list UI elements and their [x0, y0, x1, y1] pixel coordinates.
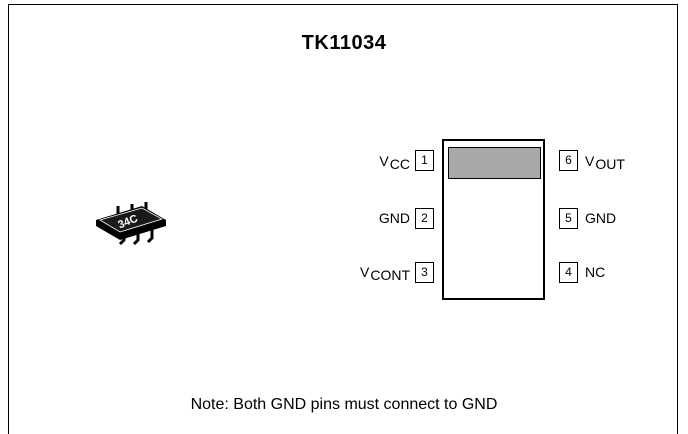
pin-5-label: GND [585, 210, 617, 226]
pin-5-box: 5 [559, 208, 578, 229]
pin-1-box: 1 [415, 150, 434, 171]
pin-6-label: VOUT [585, 153, 625, 172]
ic-body-outline [442, 139, 545, 300]
pin-4-box: 4 [559, 262, 578, 283]
pin-3-label: VCONT [359, 264, 410, 283]
pin-4-label: NC [585, 264, 606, 280]
chip-marking-area [448, 147, 541, 179]
sot23-6-package-illustration: 34C [96, 202, 166, 246]
diagram-frame [8, 4, 678, 434]
note-text: Note: Both GND pins must connect to GND [190, 396, 498, 413]
pin-1-label: VCC [379, 153, 410, 172]
pin-3-box: 3 [415, 262, 434, 283]
pin-2-label: GND [378, 210, 410, 226]
pin-2-box: 2 [415, 208, 434, 229]
part-number-title: TK11034 [301, 32, 387, 54]
pin-6-box: 6 [559, 150, 578, 171]
